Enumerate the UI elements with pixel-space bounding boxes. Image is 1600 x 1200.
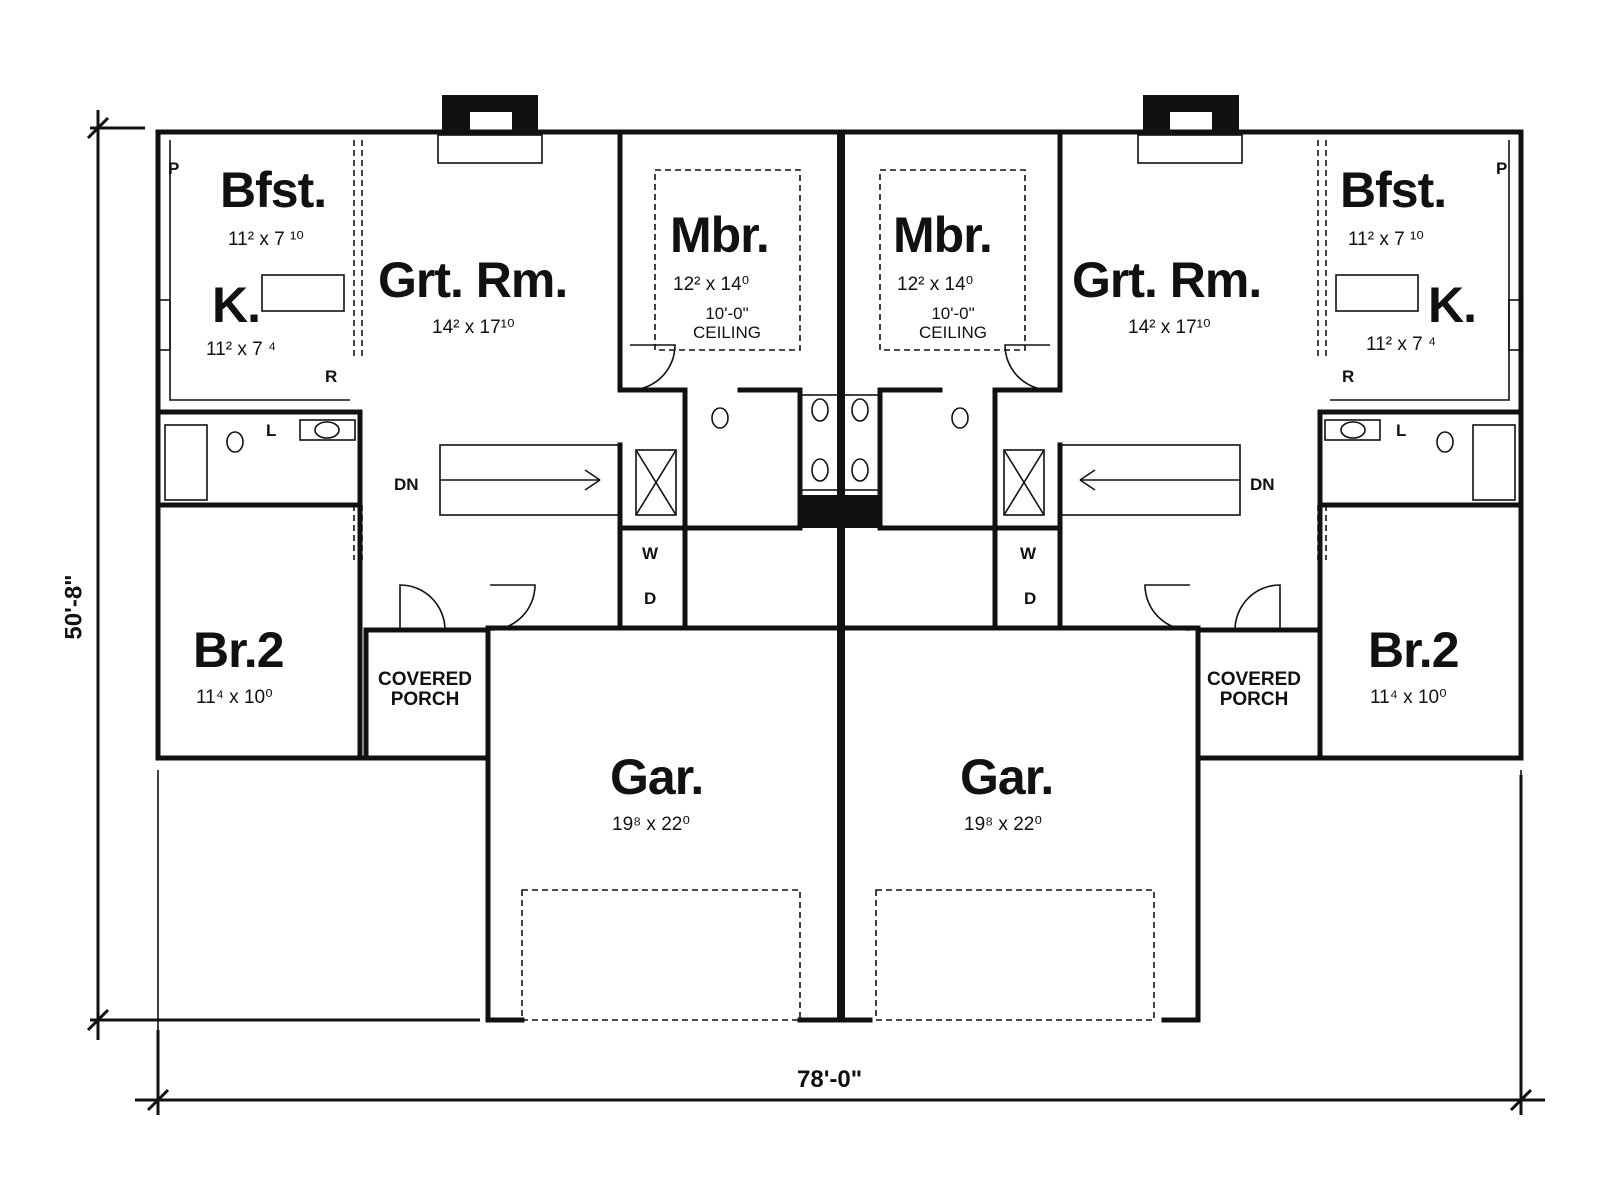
exterior-walls — [155, 129, 1524, 1023]
left-garage-name: Gar. — [610, 749, 704, 805]
right-bedroom2-name: Br.2 — [1368, 622, 1460, 678]
left-master-ceiling: 10'-0" CEILING — [692, 304, 762, 342]
right-bedroom2-size: 11⁴ x 10⁰ — [1370, 687, 1447, 708]
left-garage-size: 19⁸ x 22⁰ — [612, 814, 690, 835]
door-swings — [399, 344, 1281, 631]
overall-depth-label: 50'-8" — [60, 574, 88, 640]
left-bfst-size: 11² x 7 ¹⁰ — [228, 229, 304, 250]
right-garage-name: Gar. — [960, 749, 1054, 805]
right-garage-size: 19⁸ x 22⁰ — [964, 814, 1042, 835]
left-bedroom2-name: Br.2 — [193, 622, 285, 678]
right-great-room-size: 14² x 17¹⁰ — [1128, 317, 1211, 338]
overall-width-label: 78'-0" — [797, 1066, 863, 1093]
left-washer-mark: W — [642, 544, 659, 563]
right-dryer-mark: D — [1024, 589, 1037, 608]
left-master-size: 12² x 14⁰ — [673, 274, 750, 295]
left-laundry-mark: L — [266, 421, 277, 440]
right-master-name: Mbr. — [893, 207, 993, 263]
chimney-right — [1137, 95, 1243, 164]
depth-dimension-line — [86, 110, 480, 1040]
right-bfst-size: 11² x 7 ¹⁰ — [1348, 229, 1424, 250]
chimney-left — [437, 95, 543, 164]
left-pantry-mark: P — [168, 159, 180, 178]
right-unit-walls — [840, 129, 1524, 761]
left-dryer-mark: D — [644, 589, 657, 608]
right-refrigerator-mark: R — [1342, 367, 1355, 386]
left-bfst-name: Bfst. — [220, 162, 327, 218]
right-washer-mark: W — [1020, 544, 1037, 563]
left-great-room-size: 14² x 17¹⁰ — [432, 317, 515, 338]
right-bfst-name: Bfst. — [1340, 162, 1447, 218]
right-covered-porch: COVERED PORCH — [1207, 669, 1301, 710]
right-laundry-mark: L — [1396, 421, 1407, 440]
left-kitchen-size: 11² x 7 ⁴ — [206, 339, 277, 360]
left-master-name: Mbr. — [670, 207, 770, 263]
right-great-room-name: Grt. Rm. — [1072, 252, 1262, 308]
left-unit-walls — [155, 129, 842, 761]
left-great-room-name: Grt. Rm. — [378, 252, 568, 308]
right-master-ceiling: 10'-0" CEILING — [918, 304, 988, 342]
left-refrigerator-mark: R — [325, 367, 338, 386]
right-kitchen-size: 11² x 7 ⁴ — [1366, 334, 1437, 355]
right-master-size: 12² x 14⁰ — [897, 274, 974, 295]
left-bedroom2-size: 11⁴ x 10⁰ — [196, 687, 273, 708]
left-stairs — [439, 444, 621, 516]
left-kitchen-name: K. — [212, 277, 261, 333]
right-stairs — [1059, 444, 1241, 516]
right-pantry-mark: P — [1496, 159, 1508, 178]
right-stairs-dn: DN — [1250, 475, 1275, 494]
garage-door-right — [875, 889, 1155, 1021]
left-covered-porch: COVERED PORCH — [378, 669, 472, 710]
garage-door-left — [521, 889, 801, 1021]
right-kitchen-name: K. — [1428, 277, 1477, 333]
left-stairs-dn: DN — [394, 475, 419, 494]
